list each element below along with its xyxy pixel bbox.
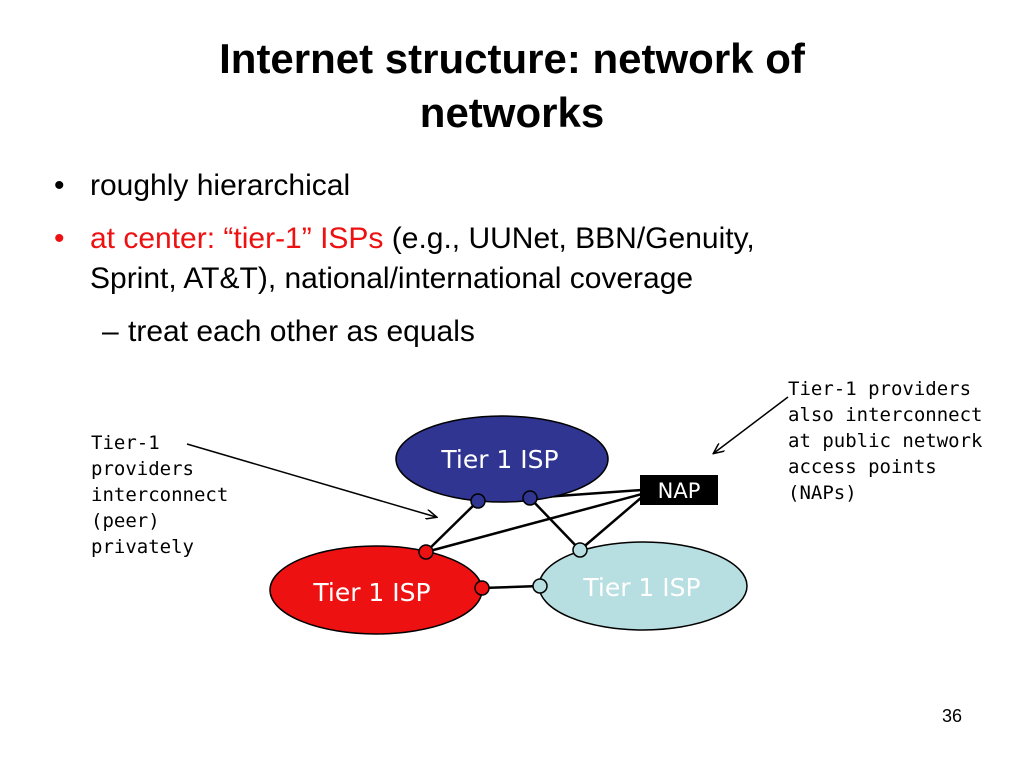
left-note-line-1: Tier-1 bbox=[91, 432, 160, 454]
tier1-isp-top: Tier 1 ISP bbox=[395, 415, 609, 503]
isp-top-shape bbox=[395, 415, 609, 503]
tier1-isp-left: Tier 1 ISP bbox=[269, 545, 483, 635]
right-note-arrow bbox=[714, 396, 789, 453]
link-left-to-nap bbox=[425, 492, 643, 554]
isp-left-label: Tier 1 ISP bbox=[312, 578, 430, 607]
right-annotation: Tier-1 providers also interconnect at pu… bbox=[788, 376, 982, 506]
slide-title: Internet structure: network of networks bbox=[0, 32, 1024, 140]
tier1-isp-right: Tier 1 ISP bbox=[538, 541, 748, 631]
left-note-line-3: interconnect bbox=[91, 484, 229, 506]
bullet-list: • roughly hierarchical • at center: “tie… bbox=[48, 166, 1008, 352]
link-top-to-right bbox=[529, 497, 581, 551]
nap-background bbox=[640, 475, 718, 505]
left-note-arrow bbox=[186, 443, 436, 517]
title-line-1: Internet structure: network of bbox=[219, 35, 805, 82]
bullet-marker: • bbox=[54, 222, 65, 255]
router-top-left bbox=[470, 493, 486, 509]
page-number: 36 bbox=[941, 706, 962, 726]
left-note-line-4: (peer) bbox=[91, 510, 160, 532]
bullet-text: roughly hierarchical bbox=[90, 169, 351, 202]
link-right-to-nap bbox=[579, 496, 643, 551]
isp-top-label: Tier 1 ISP bbox=[440, 445, 558, 474]
title-line-2: networks bbox=[419, 89, 605, 136]
isp-right-label: Tier 1 ISP bbox=[582, 573, 700, 602]
left-note-line-2: providers bbox=[91, 458, 194, 480]
nap-box: NAP bbox=[640, 475, 718, 505]
right-note-line-2: also interconnect bbox=[788, 404, 983, 426]
sub-bullet-text: treat each other as equals bbox=[128, 315, 475, 348]
link-left-to-right bbox=[481, 584, 541, 590]
bullet-rest-line-2: Sprint, AT&T), national/international co… bbox=[90, 262, 694, 295]
link-top-to-left bbox=[425, 500, 479, 553]
left-note-line-5: privately bbox=[91, 536, 194, 558]
bullet-rest-line-1: (e.g., UUNet, BBN/Genuity, bbox=[383, 222, 755, 255]
router-right-top bbox=[572, 542, 588, 558]
router-left-right bbox=[474, 580, 490, 596]
right-note-line-1: Tier-1 providers bbox=[788, 378, 972, 400]
sub-bullet-marker: – bbox=[102, 315, 119, 348]
right-note-line-5: (NAPs) bbox=[788, 482, 857, 504]
right-note-line-3: at public network bbox=[788, 430, 983, 452]
bullet-marker: • bbox=[54, 169, 65, 202]
bullet-highlight-text: at center: “tier-1” ISPs bbox=[90, 222, 384, 255]
bullet-hierarchical: • roughly hierarchical bbox=[48, 166, 1008, 206]
router-top-right bbox=[522, 490, 538, 506]
router-left-top bbox=[418, 544, 434, 560]
sub-bullet-equals: – treat each other as equals bbox=[48, 312, 1008, 352]
nap-label: NAP bbox=[658, 479, 701, 503]
left-annotation: Tier-1 providers interconnect (peer) pri… bbox=[91, 430, 228, 560]
bullet-tier1-isps: • at center: “tier-1” ISPs (e.g., UUNet,… bbox=[48, 219, 1008, 299]
right-note-line-4: access points bbox=[788, 456, 937, 478]
router-right-left bbox=[532, 578, 548, 594]
